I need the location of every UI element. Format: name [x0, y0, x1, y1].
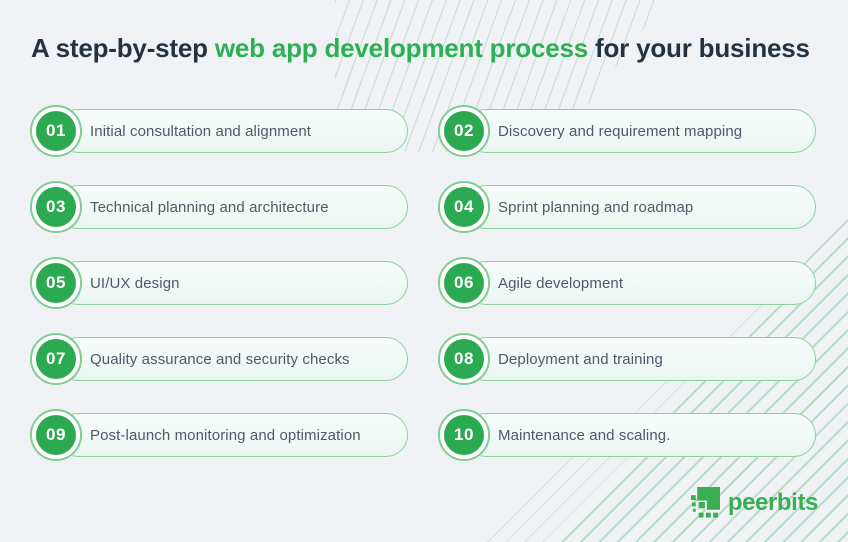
step-label: Quality assurance and security checks — [90, 350, 350, 368]
step-number-circle: 05 — [36, 263, 76, 303]
peerbits-logo-text: peerbits — [727, 488, 819, 516]
step-number: 01 — [46, 121, 66, 140]
step-number: 03 — [46, 197, 66, 216]
step-number-badge: 09 — [30, 409, 82, 461]
step-pill: Agile development — [464, 261, 816, 305]
step-number: 07 — [46, 349, 66, 368]
step-item-07: Quality assurance and security checks 07 — [30, 333, 408, 385]
step-label: Agile development — [498, 274, 624, 292]
step-label: Deployment and training — [498, 350, 663, 368]
step-pill: Deployment and training — [464, 337, 816, 381]
step-label: Post-launch monitoring and optimization — [90, 426, 361, 444]
step-pill: Technical planning and architecture — [56, 185, 408, 229]
step-number-badge: 07 — [30, 333, 82, 385]
steps-grid: Initial consultation and alignment 01 Di… — [30, 105, 816, 461]
peerbits-logo: peerbits — [689, 487, 818, 518]
step-number-badge: 10 — [438, 409, 490, 461]
step-number: 02 — [454, 121, 474, 140]
step-number: 05 — [46, 273, 66, 292]
step-item-09: Post-launch monitoring and optimization … — [30, 409, 408, 461]
step-number-circle: 01 — [36, 111, 76, 151]
step-number-circle: 08 — [444, 339, 484, 379]
step-pill: Quality assurance and security checks — [56, 337, 408, 381]
step-item-05: UI/UX design 05 — [30, 257, 408, 309]
step-number-badge: 06 — [438, 257, 490, 309]
step-pill: Maintenance and scaling. — [464, 413, 816, 457]
step-label: Sprint planning and roadmap — [498, 198, 694, 216]
step-item-01: Initial consultation and alignment 01 — [30, 105, 408, 157]
page-title: A step-by-step web app development proce… — [31, 33, 810, 64]
step-item-06: Agile development 06 — [438, 257, 816, 309]
title-prefix: A step-by-step — [31, 33, 215, 63]
step-number-circle: 10 — [444, 415, 484, 455]
step-label: Maintenance and scaling. — [498, 426, 671, 444]
step-label: Discovery and requirement mapping — [498, 122, 743, 140]
step-number-circle: 09 — [36, 415, 76, 455]
step-item-03: Technical planning and architecture 03 — [30, 181, 408, 233]
step-pill: Sprint planning and roadmap — [464, 185, 816, 229]
step-number: 10 — [454, 425, 474, 444]
step-item-10: Maintenance and scaling. 10 — [438, 409, 816, 461]
step-number-circle: 03 — [36, 187, 76, 227]
step-label: Technical planning and architecture — [90, 198, 329, 216]
peerbits-logo-icon — [690, 487, 720, 518]
title-highlight: web app development process — [214, 33, 588, 63]
title-suffix: for your business — [588, 33, 810, 63]
step-pill: Post-launch monitoring and optimization — [56, 413, 408, 457]
step-label: UI/UX design — [90, 274, 180, 292]
step-item-08: Deployment and training 08 — [438, 333, 816, 385]
step-pill: Discovery and requirement mapping — [464, 109, 816, 153]
step-number: 06 — [454, 273, 474, 292]
step-number-badge: 08 — [438, 333, 490, 385]
step-pill: Initial consultation and alignment — [56, 109, 408, 153]
step-pill: UI/UX design — [56, 261, 408, 305]
step-number-circle: 04 — [444, 187, 484, 227]
step-item-04: Sprint planning and roadmap 04 — [438, 181, 816, 233]
step-number-badge: 02 — [438, 105, 490, 157]
step-number: 04 — [454, 197, 474, 216]
step-number-circle: 02 — [444, 111, 484, 151]
step-number: 09 — [46, 425, 66, 444]
step-number: 08 — [454, 349, 474, 368]
step-label: Initial consultation and alignment — [90, 122, 312, 140]
step-number-badge: 03 — [30, 181, 82, 233]
step-number-badge: 05 — [30, 257, 82, 309]
step-number-circle: 07 — [36, 339, 76, 379]
step-item-02: Discovery and requirement mapping 02 — [438, 105, 816, 157]
step-number-badge: 01 — [30, 105, 82, 157]
step-number-circle: 06 — [444, 263, 484, 303]
step-number-badge: 04 — [438, 181, 490, 233]
